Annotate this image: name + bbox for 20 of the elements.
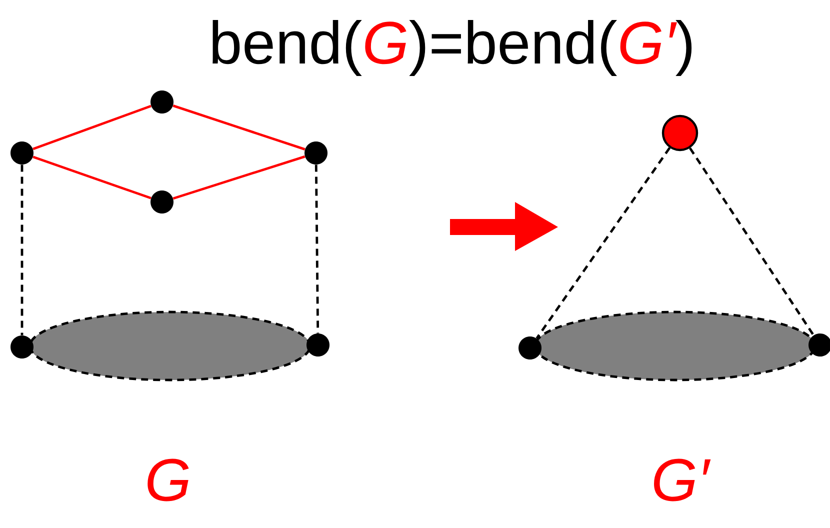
graph-edge bbox=[314, 164, 320, 334]
equation-title: bend(G)=bend(G′) bbox=[212, 20, 692, 76]
graph-edge bbox=[32, 156, 152, 200]
graph-edge bbox=[172, 104, 306, 150]
graph-edge bbox=[20, 164, 24, 336]
contracted-vertex bbox=[662, 114, 698, 152]
vertex-dot bbox=[150, 190, 174, 214]
vertex-dot bbox=[518, 336, 542, 360]
vertex-dot bbox=[10, 336, 34, 358]
graph-edge bbox=[32, 104, 152, 150]
graph-edge bbox=[172, 155, 306, 200]
graph-edge bbox=[536, 147, 671, 340]
vertex-dot bbox=[10, 142, 34, 164]
graph-label: G′ bbox=[654, 458, 711, 502]
graph-edge bbox=[688, 147, 815, 336]
shaded-ellipse bbox=[28, 310, 312, 382]
vertex-dot bbox=[306, 334, 330, 356]
vertex-dot bbox=[304, 142, 328, 164]
vertex-dot bbox=[150, 90, 174, 114]
graph-label: G bbox=[148, 458, 189, 502]
